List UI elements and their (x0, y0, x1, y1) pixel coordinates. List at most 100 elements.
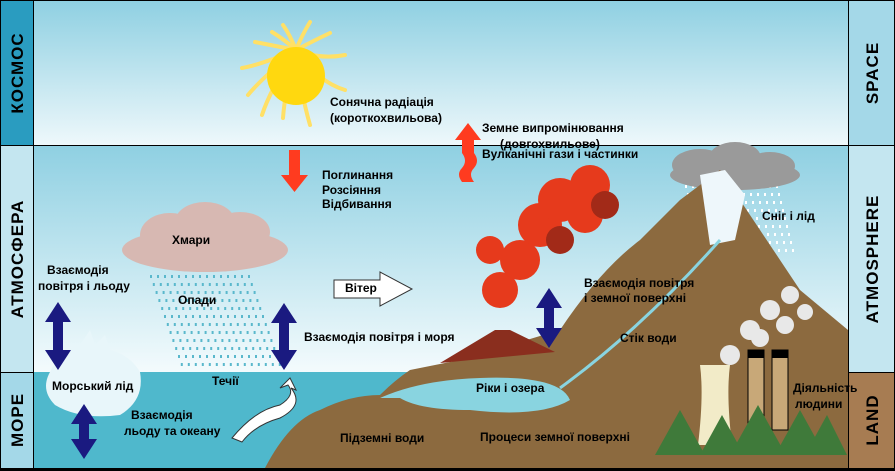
raindrop (180, 363, 183, 366)
raindrop (785, 249, 787, 252)
raindrop (204, 331, 207, 334)
raindrop (241, 315, 243, 318)
raindrop (179, 299, 182, 302)
raindrop (692, 185, 694, 188)
snow-cap (700, 170, 745, 245)
raindrop (229, 323, 232, 326)
raindrop (238, 307, 241, 310)
raindrop (242, 299, 245, 302)
raindrop (185, 315, 187, 318)
raindrop (193, 339, 196, 342)
raindrop (271, 363, 274, 366)
raindrop (772, 225, 774, 228)
raindrop (781, 233, 783, 236)
label-precipitation: Опади (178, 293, 216, 307)
raindrop (267, 331, 270, 334)
label-rivers-lakes: Ріки і озера (476, 381, 545, 395)
raindrop (214, 339, 217, 342)
raindrop (183, 291, 186, 294)
air-ice-arrow-icon (45, 302, 71, 370)
raindrop (208, 283, 211, 286)
raindrop (234, 315, 236, 318)
raindrop (759, 201, 761, 204)
raindrop (745, 201, 747, 204)
raindrop (203, 347, 206, 350)
raindrop (214, 299, 217, 302)
raindrop (180, 323, 183, 326)
raindrop (771, 193, 773, 196)
raindrop (172, 299, 175, 302)
raindrop (262, 315, 264, 318)
raindrop (770, 217, 772, 220)
raindrop (266, 347, 269, 350)
air-land-arrow-icon (536, 288, 562, 348)
raindrop (206, 355, 208, 358)
raindrop (249, 339, 252, 342)
raindrop (243, 363, 246, 366)
raindrop (754, 209, 756, 212)
raindrop (235, 299, 238, 302)
raindrop (199, 355, 201, 358)
raindrop (204, 291, 207, 294)
raindrop (166, 283, 169, 286)
label-currents: Течії (212, 374, 239, 388)
raindrop (242, 339, 245, 342)
band-sea-left (1, 373, 33, 468)
raindrop (197, 291, 200, 294)
raindrop (194, 283, 197, 286)
label-wind: Вітер (345, 281, 377, 295)
band-label-space-en: SPACE (863, 42, 882, 104)
label-air-ice-1: Взаємодія (47, 263, 109, 277)
raindrop (252, 347, 255, 350)
label-ice-ocean-2: льоду та океану (124, 424, 221, 438)
raindrop (780, 201, 782, 204)
raindrop (182, 307, 185, 310)
raindrop (196, 347, 199, 350)
raindrop (248, 315, 250, 318)
raindrop (750, 193, 752, 196)
label-human-activity-1: Діяльність (793, 381, 857, 395)
raindrop (246, 331, 249, 334)
band-space-right (849, 1, 894, 145)
raindrop (248, 355, 250, 358)
raindrop (213, 315, 215, 318)
raindrop (211, 291, 214, 294)
ocean-current-arrow-icon (231, 377, 298, 443)
raindrop (176, 331, 179, 334)
raindrop (243, 283, 246, 286)
band-land-right (849, 373, 894, 468)
raindrop (200, 299, 203, 302)
label-land-processes: Процеси земної поверхні (480, 430, 630, 444)
raindrop (157, 275, 159, 278)
raindrop (215, 283, 218, 286)
raindrop (161, 307, 164, 310)
raindrop (264, 323, 267, 326)
raindrop (774, 233, 776, 236)
raindrop (201, 363, 204, 366)
raindrop (250, 363, 253, 366)
raindrop (776, 241, 778, 244)
band-label-land-en: LAND (863, 394, 882, 445)
band-label-sea-ua: МОРЕ (8, 393, 27, 447)
raindrop (786, 225, 788, 228)
raindrop (162, 291, 165, 294)
raindrop (764, 193, 766, 196)
raindrop (217, 347, 220, 350)
raindrop (206, 315, 208, 318)
raindrop (192, 275, 194, 278)
raindrop (256, 339, 259, 342)
raindrop (236, 323, 239, 326)
raindrop (164, 315, 166, 318)
raindrop (221, 299, 224, 302)
raindrop (231, 307, 234, 310)
label-groundwater: Підземні води (340, 431, 424, 445)
raindrop (269, 355, 271, 358)
raindrop (182, 347, 185, 350)
raindrop (210, 307, 213, 310)
ice-ocean-arrow-icon (71, 404, 97, 459)
raindrop (255, 315, 257, 318)
rivers-lakes (380, 377, 570, 413)
raindrop (241, 275, 243, 278)
raindrop (236, 363, 239, 366)
raindrop (185, 275, 187, 278)
